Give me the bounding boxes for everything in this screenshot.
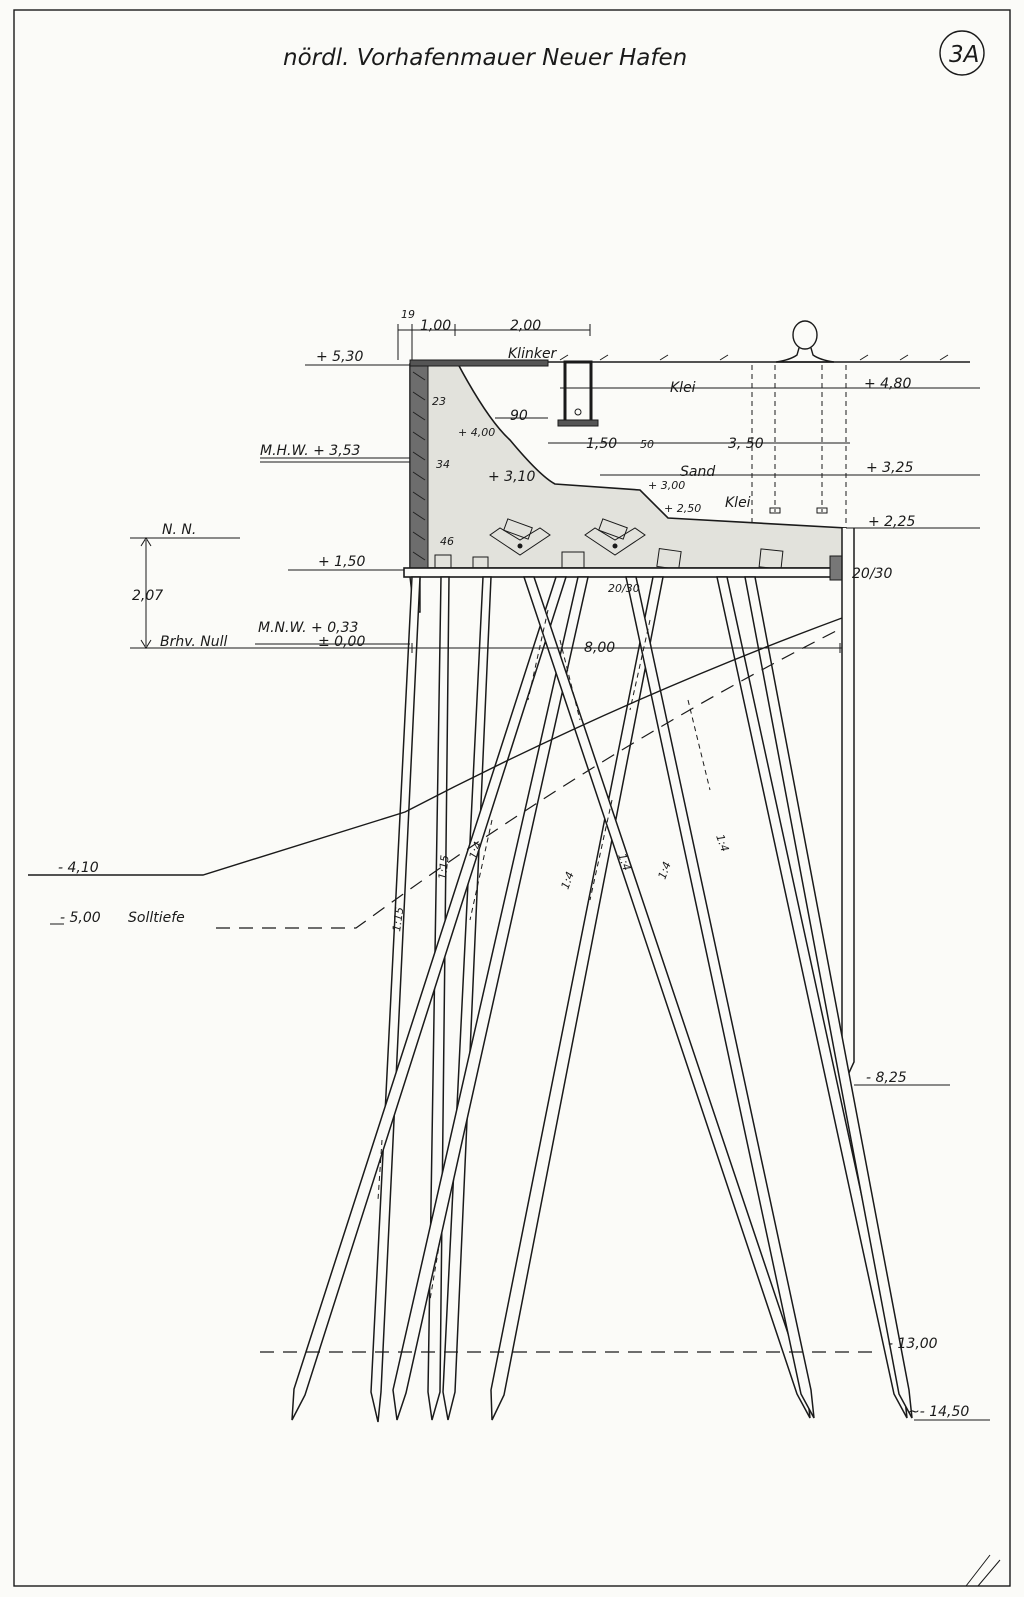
sheet-pile-wall: [841, 528, 855, 1077]
dim-800-line: [410, 643, 842, 653]
solltiefe-label: Solltiefe: [128, 910, 185, 926]
crane-rail: [751, 320, 847, 528]
beam-right-label: 20/30: [852, 566, 892, 582]
level-225-label: + 2,25: [868, 514, 915, 530]
ground-hatch: [559, 354, 949, 361]
level-530-label: + 5,30: [316, 349, 363, 365]
dim-19-label: 19: [401, 308, 415, 321]
sand-label: Sand: [680, 464, 715, 480]
dim-350-label: 3, 50: [728, 436, 764, 452]
level-480-label: + 4,80: [864, 376, 911, 392]
depth-markers: [28, 874, 64, 925]
dim-200-label: 2,00: [510, 318, 541, 334]
mhw-label: M.H.W. + 3,53: [260, 443, 360, 459]
pile-cap-beam: [403, 567, 845, 578]
mnw-label: M.N.W. + 0,33: [258, 620, 358, 636]
level-250-label: + 2,50: [664, 502, 701, 515]
slope-label-7: 1:4: [713, 833, 731, 854]
pile-1: [370, 576, 421, 1423]
slope-label-4: 1:4: [559, 870, 577, 891]
design-depth-line: [216, 627, 843, 929]
nn-label: N. N.: [162, 522, 196, 538]
pile-8: [625, 576, 815, 1419]
depth-410-label: - 4,10: [58, 860, 99, 876]
slope-label-3: 1:4: [467, 840, 485, 861]
level-825-label: - 8,25: [866, 1070, 907, 1086]
thickness-46-label: 46: [440, 535, 454, 548]
klei-top-label: Klei: [670, 380, 696, 396]
pile-5: [392, 576, 589, 1421]
sea-bed-line: [28, 617, 843, 876]
drawing-title: nördl. Vorhafenmauer Neuer Hafen: [283, 45, 687, 71]
level-1300-label: - 13,00: [888, 1336, 938, 1352]
sheet-number-circle: [939, 30, 985, 76]
pile-7: [522, 576, 811, 1419]
thickness-34-label: 34: [436, 458, 450, 471]
mid-dimension-line: [495, 417, 850, 444]
dim-207-label: 2,07: [132, 588, 163, 604]
level-1450-label: ~- 14,50: [908, 1404, 969, 1420]
level-150-label: + 1,50: [318, 554, 365, 570]
mhw-line: [260, 457, 410, 463]
corner-fold-marks: [965, 1554, 1001, 1587]
slope-label-1: 1:15: [390, 906, 406, 932]
pile-3: [442, 576, 492, 1421]
level-325-label: + 3,25: [866, 460, 913, 476]
level-310-label: + 3,10: [488, 469, 535, 485]
drainage-box: [557, 360, 599, 427]
concrete-wall-body: [409, 363, 847, 569]
null-value-label: ± 0,00: [318, 634, 365, 650]
klinker-label: Klinker: [508, 346, 558, 362]
facing-hatch: [412, 371, 426, 561]
dim-100-label: 1,00: [420, 318, 451, 334]
dim-90-label: 90: [510, 408, 528, 424]
depth-500-label: - 5,00: [60, 910, 101, 926]
dim-207-arrow: [140, 537, 152, 649]
dim-50-label: 50: [640, 438, 654, 451]
timber-piles: [291, 576, 913, 1423]
slope-label-6: 1:4: [656, 860, 674, 881]
level-300-label: + 3,00: [648, 479, 685, 492]
beam-label: 20/30: [608, 582, 640, 595]
level-400-label: + 4,00: [458, 426, 495, 439]
slope-label-5: 1:4: [615, 852, 633, 873]
top-dimension-line: [397, 324, 591, 360]
klinker-layer: [409, 359, 549, 367]
brhv-null-label: Brhv. Null: [160, 634, 228, 650]
dim-800-label: 8,00: [584, 640, 615, 656]
dim-150-label: 1,50: [586, 436, 617, 452]
sheet-border: [13, 9, 1011, 1587]
pile-10: [744, 576, 913, 1419]
thickness-23-label: 23: [432, 395, 446, 408]
slope-label-2: 1:15: [436, 854, 452, 880]
null-line: [130, 643, 410, 649]
klei-mid-label: Klei: [725, 495, 751, 511]
sheet-number: 3A: [949, 42, 979, 68]
pile-9: [716, 576, 908, 1419]
pile-6: [490, 576, 664, 1421]
pile-4: [291, 576, 568, 1421]
